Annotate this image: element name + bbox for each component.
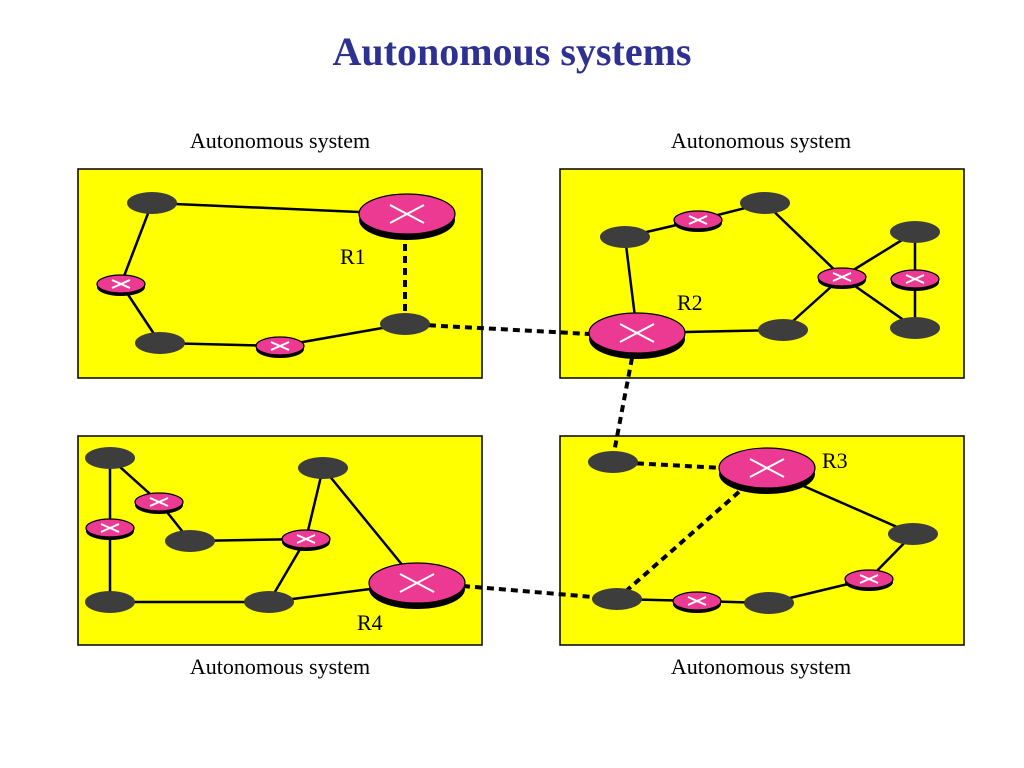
as-label-top-right: Autonomous system: [670, 128, 852, 153]
router-icon: [281, 529, 331, 552]
router-icon: [85, 518, 135, 541]
router-icon: [817, 267, 867, 290]
router-label-r1: R1: [340, 244, 366, 269]
page-title: Autonomous systems: [332, 29, 692, 74]
host-node: [740, 192, 790, 214]
router-icon: [672, 591, 722, 614]
host-node: [298, 457, 348, 479]
host-node: [588, 451, 638, 473]
router-icon: [890, 269, 940, 292]
host-node: [135, 332, 185, 354]
host-node: [165, 530, 215, 552]
router-icon: [134, 492, 184, 515]
host-node: [888, 523, 938, 545]
host-node: [758, 319, 808, 341]
host-node: [85, 591, 135, 613]
as-label-bottom-right: Autonomous system: [670, 654, 852, 679]
inter-as-links: [403, 232, 750, 601]
host-node: [592, 588, 642, 610]
border-router-r3-icon: [718, 447, 816, 495]
router-icon: [96, 274, 146, 297]
host-node: [744, 592, 794, 614]
host-node: [600, 226, 650, 248]
host-node: [244, 591, 294, 613]
router-icon: [673, 210, 723, 233]
router-label-r2: R2: [677, 290, 703, 315]
router-label-r3: R3: [822, 448, 848, 473]
border-router-r4-icon: [368, 562, 466, 610]
host-node: [127, 192, 177, 214]
host-node: [85, 447, 135, 469]
router-label-r4: R4: [357, 610, 383, 635]
router-icon: [255, 336, 305, 359]
host-node: [380, 313, 430, 335]
border-router-r2-icon: [588, 312, 686, 360]
host-node: [890, 221, 940, 243]
router-icon: [844, 569, 894, 592]
as-label-bottom-left: Autonomous system: [189, 654, 371, 679]
border-router-r1-icon: [358, 193, 456, 241]
as-label-top-left: Autonomous system: [189, 128, 371, 153]
hosts: [85, 192, 940, 614]
host-node: [890, 317, 940, 339]
